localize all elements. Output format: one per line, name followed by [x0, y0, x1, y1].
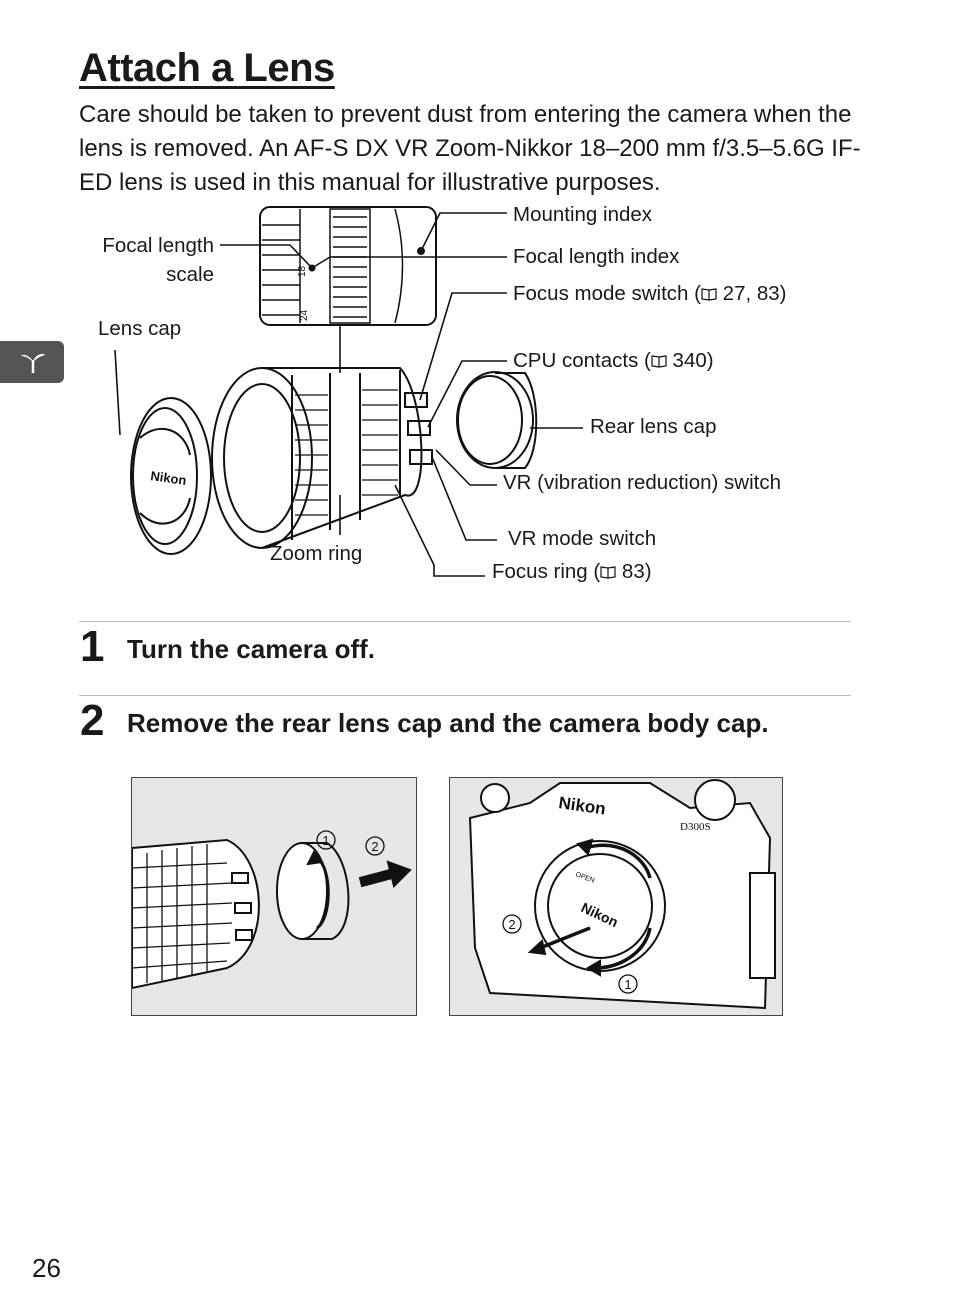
- label-focus-ring-text: Focus ring (: [492, 560, 601, 583]
- book-icon: [600, 566, 616, 579]
- seedling-icon: [21, 353, 45, 373]
- step-divider: [79, 621, 851, 622]
- label-cpu-contacts-text: CPU contacts (: [513, 349, 651, 372]
- page-number: 26: [32, 1253, 61, 1283]
- label-focal-length-index: Focal length index: [513, 245, 680, 268]
- inset-box: [259, 206, 437, 326]
- rear-cap-removal-photo: 1 2: [131, 777, 417, 1016]
- step-marker-2: 2: [371, 839, 378, 854]
- lens-diagram: Nikon 18 24: [114, 206, 583, 577]
- page-title: Attach a Lens: [79, 46, 335, 90]
- label-focal-length-scale-2: scale: [166, 263, 214, 286]
- book-icon: [651, 355, 667, 368]
- step-number: 1: [80, 622, 105, 671]
- scale-18: 18: [297, 265, 308, 277]
- book-icon: [701, 288, 717, 301]
- intro-paragraph: Care should be taken to prevent dust fro…: [79, 101, 861, 196]
- label-focus-ring-ref: 83): [616, 560, 652, 583]
- label-cpu-contacts: CPU contacts ( 340): [513, 349, 714, 373]
- scale-24: 24: [299, 309, 310, 321]
- label-lens-cap: Lens cap: [98, 317, 182, 340]
- body-cap-removal-photo: Nikon D300S Nikon OPEN 2 1: [449, 777, 783, 1016]
- label-rear-lens-cap: Rear lens cap: [590, 415, 717, 438]
- step-text: Turn the camera off.: [127, 634, 376, 664]
- body-cap-removal-illustration: Nikon D300S Nikon OPEN 2 1: [468, 779, 776, 1010]
- label-cpu-contacts-ref: 340): [666, 349, 714, 372]
- label-focus-mode-switch-text: Focus mode switch (: [513, 282, 701, 305]
- label-vr-mode-switch: VR mode switch: [508, 527, 657, 550]
- section-tab: [0, 341, 64, 383]
- step-marker-1: 1: [624, 977, 631, 992]
- step-marker-1: 1: [322, 833, 329, 848]
- step-text: Remove the rear lens cap and the camera …: [127, 708, 769, 738]
- camera-model: D300S: [680, 821, 711, 833]
- label-focus-mode-switch-ref: 27, 83): [716, 282, 787, 305]
- label-vr-switch: VR (vibration reduction) switch: [503, 471, 781, 494]
- label-zoom-ring: Zoom ring: [270, 542, 363, 565]
- rear-cap-removal-illustration: 1 2: [131, 830, 412, 990]
- step-marker-2: 2: [508, 917, 515, 932]
- step-divider: [79, 695, 851, 696]
- label-focus-ring: Focus ring ( 83): [492, 560, 652, 584]
- step-number: 2: [80, 696, 105, 745]
- label-focal-length-scale-1: Focal length: [102, 234, 214, 257]
- label-mounting-index: Mounting index: [513, 203, 653, 226]
- lens-cap-brand: Nikon: [150, 468, 188, 488]
- label-focus-mode-switch: Focus mode switch ( 27, 83): [513, 282, 787, 306]
